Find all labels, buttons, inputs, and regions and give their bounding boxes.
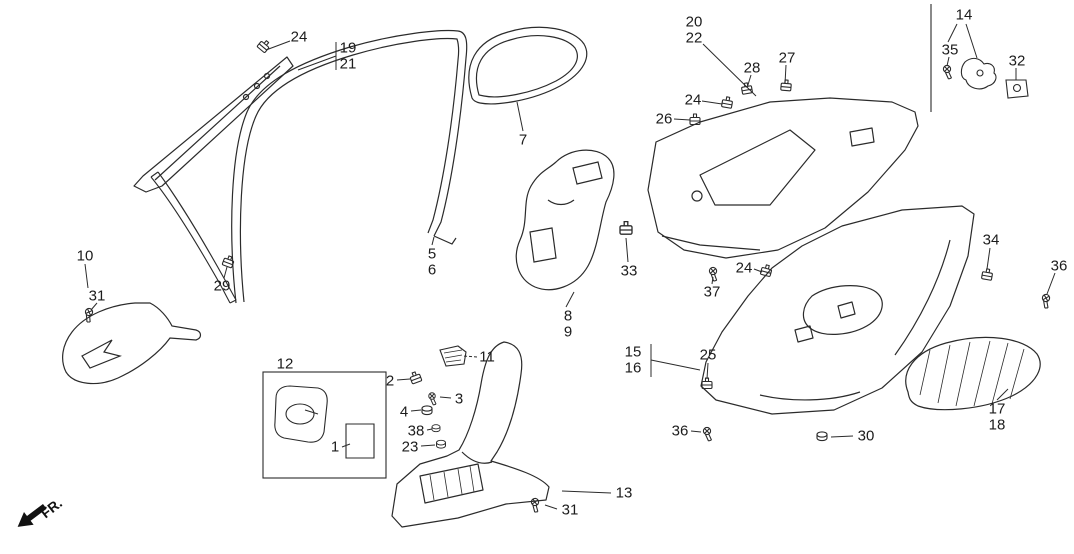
part-number-label: 36 xyxy=(671,422,689,440)
part-number-label: 19 xyxy=(339,39,357,57)
part-number-label: 32 xyxy=(1008,52,1026,70)
part-number-label: 6 xyxy=(427,261,437,279)
part-number-label: 18 xyxy=(988,416,1006,434)
part-number-label: 27 xyxy=(778,49,796,67)
a-pillar-garnish xyxy=(133,37,294,193)
part-number-label: 3 xyxy=(454,390,464,408)
part-number-label: 38 xyxy=(407,422,425,440)
handle-box-12 xyxy=(262,371,387,479)
part-number-label: 4 xyxy=(399,403,409,421)
part-number-label: 25 xyxy=(699,346,717,364)
bracket-hardware-14 xyxy=(930,4,1029,112)
part-number-label: 7 xyxy=(518,131,528,149)
roof-rail-seal xyxy=(468,26,588,105)
part-number-label: 24 xyxy=(290,28,308,46)
part-number-label: 31 xyxy=(561,501,579,519)
part-number-label: 33 xyxy=(620,262,638,280)
part-number-label: 1 xyxy=(330,438,340,456)
part-number-label: 34 xyxy=(982,231,1000,249)
part-number-label: 26 xyxy=(655,110,673,128)
part-number-label: 9 xyxy=(563,323,573,341)
part-number-label: 29 xyxy=(213,277,231,295)
front-pillar-seal xyxy=(150,171,237,304)
part-number-label: 36 xyxy=(1050,257,1068,275)
part-number-label: 31 xyxy=(88,287,106,305)
fr-direction-arrow xyxy=(17,503,47,527)
part-number-label: 20 xyxy=(685,13,703,31)
part-number-label: 15 xyxy=(624,343,642,361)
clip-33 xyxy=(619,220,633,235)
part-number-label: 13 xyxy=(615,484,633,502)
part-number-label: 23 xyxy=(401,438,419,456)
part-number-label: 5 xyxy=(427,245,437,263)
part-number-label: 35 xyxy=(941,41,959,59)
center-pillar-lower-garnish xyxy=(391,341,550,528)
part-number-label: 10 xyxy=(76,247,94,265)
part-number-label: 17 xyxy=(988,400,1006,418)
part-number-label: 16 xyxy=(624,359,642,377)
part-number-label: 2 xyxy=(385,372,395,390)
door-opening-seal xyxy=(231,30,468,304)
part-number-label: 37 xyxy=(703,283,721,301)
leader-lines xyxy=(84,23,1056,510)
hardware-cluster xyxy=(408,345,467,449)
part-number-label: 21 xyxy=(339,55,357,73)
side-lining-panel xyxy=(700,205,1052,442)
part-number-label: 22 xyxy=(685,29,703,47)
part-number-label: 11 xyxy=(479,348,495,366)
quarter-pillar-trim xyxy=(647,78,919,259)
part-number-label: 14 xyxy=(955,6,973,24)
part-number-label: 24 xyxy=(735,259,753,277)
part-number-label: 30 xyxy=(857,427,875,445)
speaker-lid xyxy=(905,336,1041,411)
part-number-label: 24 xyxy=(684,91,702,109)
part-number-label: 12 xyxy=(276,355,294,373)
part-number-label: 28 xyxy=(743,59,761,77)
part-number-label: 8 xyxy=(563,307,573,325)
door-hole-seal xyxy=(515,149,615,291)
kick-panel xyxy=(62,302,202,385)
